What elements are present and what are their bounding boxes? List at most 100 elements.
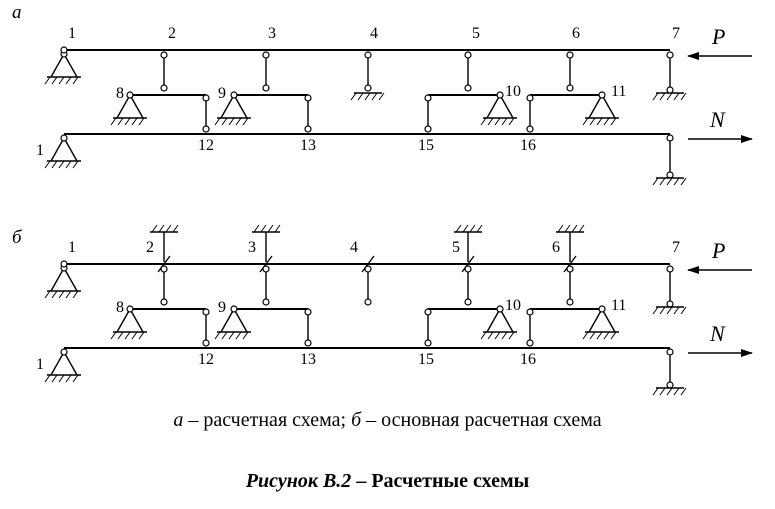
panel-a-label-15: 15 [418, 137, 434, 154]
panel-a-hinge [160, 51, 168, 59]
panel-a-hinge [424, 94, 432, 102]
panel-b-pin-support-bottom-1 [44, 348, 82, 383]
panel-a-ground-4 [350, 92, 385, 101]
panel-b-ceiling-6 [555, 224, 585, 233]
panel-b-ground-7 [652, 306, 687, 315]
panel-b-hinge [526, 339, 534, 347]
panel-a-label-7: 7 [672, 25, 680, 42]
panel-b-hinge [666, 348, 674, 356]
panel-b-label-16: 16 [520, 351, 536, 368]
panel-b-hinge [526, 308, 534, 316]
panel-a-hinge [666, 171, 674, 179]
panel-b-hinge [424, 339, 432, 347]
panel-a-hinge [424, 125, 432, 133]
panel-b-label-8: 8 [116, 299, 124, 316]
panel-b: б 1 2 3 4 5 6 7 [12, 224, 753, 396]
panel-a-label-10: 10 [505, 83, 521, 100]
panel-b-ceiling-5 [453, 224, 483, 233]
panel-a-label-5: 5 [472, 25, 480, 42]
panel-b-hinge [202, 308, 210, 316]
panel-a-ground-7 [652, 92, 687, 101]
panel-b-ceiling-2 [149, 224, 179, 233]
panel-b-hinge [566, 298, 574, 306]
panel-a-hinge [464, 51, 472, 59]
panel-a-ground-bottom [652, 177, 687, 186]
panel-b-cut-mark [157, 255, 171, 273]
panel-b-hinge [160, 265, 168, 273]
panel-b-cut-mark [563, 255, 577, 273]
panel-b-hinge [666, 300, 674, 308]
panel-b-label-5: 5 [452, 239, 460, 256]
panel-a-hinge [262, 84, 270, 92]
panel-a-label-9: 9 [218, 85, 226, 102]
figure-title: Рисунок В.2 – Расчетные схемы [0, 470, 775, 493]
panel-a-pin-support-1 [44, 50, 82, 85]
panel-b-hinge [666, 381, 674, 389]
caption-a-text: – расчетная схема; [183, 409, 352, 431]
panel-b-label-11: 11 [611, 297, 626, 314]
panel-b-pin-support-1 [44, 264, 82, 299]
panel-b-hinge [464, 298, 472, 306]
panel-a-label-2: 2 [168, 25, 176, 42]
panel-a-hinge [202, 94, 210, 102]
panel-a-hinge [666, 134, 674, 142]
panel-b-label-6: 6 [552, 239, 560, 256]
figure-title-text: – Расчетные схемы [351, 470, 530, 492]
panel-b-label-2: 2 [146, 239, 154, 256]
figure-caption: а – расчетная схема; б – основная расчет… [0, 409, 775, 432]
panel-b-hinge [160, 298, 168, 306]
panel-a-hinge [202, 125, 210, 133]
panel-a-label-11: 11 [611, 83, 626, 100]
panel-a-hinge [666, 86, 674, 94]
panel-b-hinge [464, 265, 472, 273]
panel-a-label-1: 1 [68, 25, 76, 42]
panel-b-hinge [202, 339, 210, 347]
panel-b-ground-bottom [652, 387, 687, 396]
panel-b-label-9: 9 [218, 299, 226, 316]
panel-a-label-13: 13 [300, 137, 316, 154]
caption-b-text: – основная расчетная схема [361, 409, 602, 431]
panel-b-hinge [364, 265, 372, 273]
panel-b-ceiling-3 [251, 224, 281, 233]
caption-b-letter: б [351, 409, 362, 431]
panel-b-hinge [424, 308, 432, 316]
panel-a-hinge [364, 84, 372, 92]
panel-a-hinge [566, 51, 574, 59]
panel-b-label-12: 12 [198, 351, 214, 368]
panel-b-label-7: 7 [672, 239, 680, 256]
panel-b-force-n: N [709, 321, 726, 346]
panel-a-hinge [464, 84, 472, 92]
panel-b-node-1 [60, 260, 68, 268]
panel-a-hinge [526, 125, 534, 133]
panel-b-force-p: P [711, 238, 725, 263]
panel-a-hinge [262, 51, 270, 59]
panel-b-cut-mark [461, 255, 475, 273]
panel-a-label-3: 3 [268, 25, 276, 42]
figure-label: Рисунок В.2 [245, 470, 352, 492]
panel-a-hinge [160, 84, 168, 92]
panel-a: а 1 2 3 4 5 6 7 [12, 2, 753, 186]
panel-a-letter: а [12, 2, 22, 23]
panel-a-hinge [666, 51, 674, 59]
panel-b-letter: б [12, 227, 23, 248]
panel-b-label-15: 15 [418, 351, 434, 368]
panel-a-hinge [304, 125, 312, 133]
panel-a-label-4: 4 [370, 25, 378, 42]
panel-b-hinge [304, 339, 312, 347]
panel-b-label-10: 10 [505, 297, 521, 314]
panel-b-cut-mark [361, 255, 375, 273]
panel-b-hinge [262, 298, 270, 306]
panel-b-label-4: 4 [350, 239, 358, 256]
panel-b-hinge [304, 308, 312, 316]
panel-a-force-p: P [711, 24, 725, 49]
panel-a-pin-support-bottom-1 [44, 134, 82, 169]
panel-b-hinge [666, 265, 674, 273]
panel-a-force-n: N [709, 107, 726, 132]
structural-schemes: а 1 2 3 4 5 6 7 [12, 2, 753, 396]
panel-a-hinge [526, 94, 534, 102]
panel-a-label-16: 16 [520, 137, 536, 154]
panel-a-label-12: 12 [198, 137, 214, 154]
panel-b-label-bottom-1: 1 [36, 356, 44, 373]
panel-b-label-3: 3 [248, 239, 256, 256]
panel-b-hinge [262, 265, 270, 273]
